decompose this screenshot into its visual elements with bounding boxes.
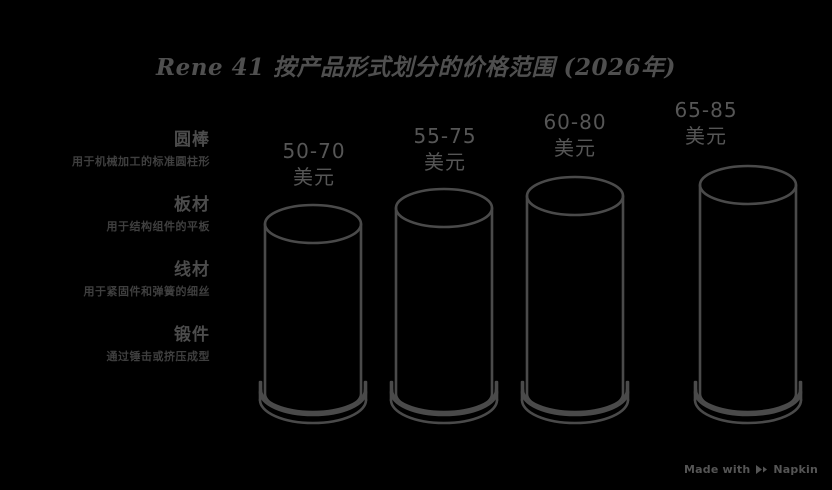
napkin-logo-icon [755,464,768,475]
cylinder-base-rim-outer2 [258,398,368,425]
legend: 圆棒 用于机械加工的标准圆柱形 板材 用于结构组件的平板 线材 用于紧固件和弹簧… [0,130,210,390]
cylinder-bar-0[interactable] [258,203,368,425]
cylinder-bar-1[interactable] [389,187,499,425]
cylinder-base-rim-mid [520,390,630,417]
cylinder-base-rim-mid [389,390,499,417]
cylinder-body [263,222,363,415]
napkin-watermark[interactable]: Made with Napkin [684,463,818,476]
legend-item-label: 板材 [174,195,210,215]
page-title: Rene 41 按产品形式划分的价格范围 (2026年) [156,54,676,81]
cylinder-base-rim-mid [693,390,803,417]
value-range: 55-75 [413,124,477,148]
value-range: 50-70 [282,139,346,163]
legend-item-label: 线材 [174,260,210,280]
cylinder-bar-2[interactable] [520,175,630,425]
cylinder-body [525,194,625,415]
legend-item-label: 锻件 [174,325,210,345]
cylinder-base-rim-outer2 [693,398,803,425]
legend-item-description: 通过锤击或挤压成型 [106,350,210,363]
legend-item-description: 用于紧固件和弹簧的细丝 [83,285,210,298]
legend-item-description: 用于机械加工的标准圆柱形 [72,155,210,168]
cylinder-top-ellipse [525,175,625,217]
cylinder-body [394,206,494,415]
cylinder-body [698,183,798,415]
value-unit: 美元 [685,124,727,148]
cylinder-base-rim-outer2 [520,398,630,425]
cylinder-top-ellipse [698,164,798,206]
legend-item-label: 圆棒 [174,130,210,150]
value-range: 65-85 [674,98,738,122]
cylinder-top-ellipse [263,203,363,245]
legend-item-description: 用于结构组件的平板 [106,220,210,233]
watermark-prefix: Made with [684,463,751,476]
cylinder-base-rim-mid [258,390,368,417]
value-unit: 美元 [554,136,596,160]
value-range: 60-80 [543,110,607,134]
value-unit: 美元 [293,165,335,189]
watermark-brand: Napkin [773,463,818,476]
legend-item-plate[interactable]: 板材 用于结构组件的平板 [0,195,210,236]
cylinder-base-rim-outer2 [389,398,499,425]
legend-item-forging[interactable]: 锻件 通过锤击或挤压成型 [0,325,210,366]
cylinder-bar-3[interactable] [693,164,803,425]
value-unit: 美元 [424,150,466,174]
legend-item-round-bar[interactable]: 圆棒 用于机械加工的标准圆柱形 [0,130,210,171]
legend-item-wire[interactable]: 线材 用于紧固件和弹簧的细丝 [0,260,210,301]
cylinder-top-ellipse [394,187,494,229]
